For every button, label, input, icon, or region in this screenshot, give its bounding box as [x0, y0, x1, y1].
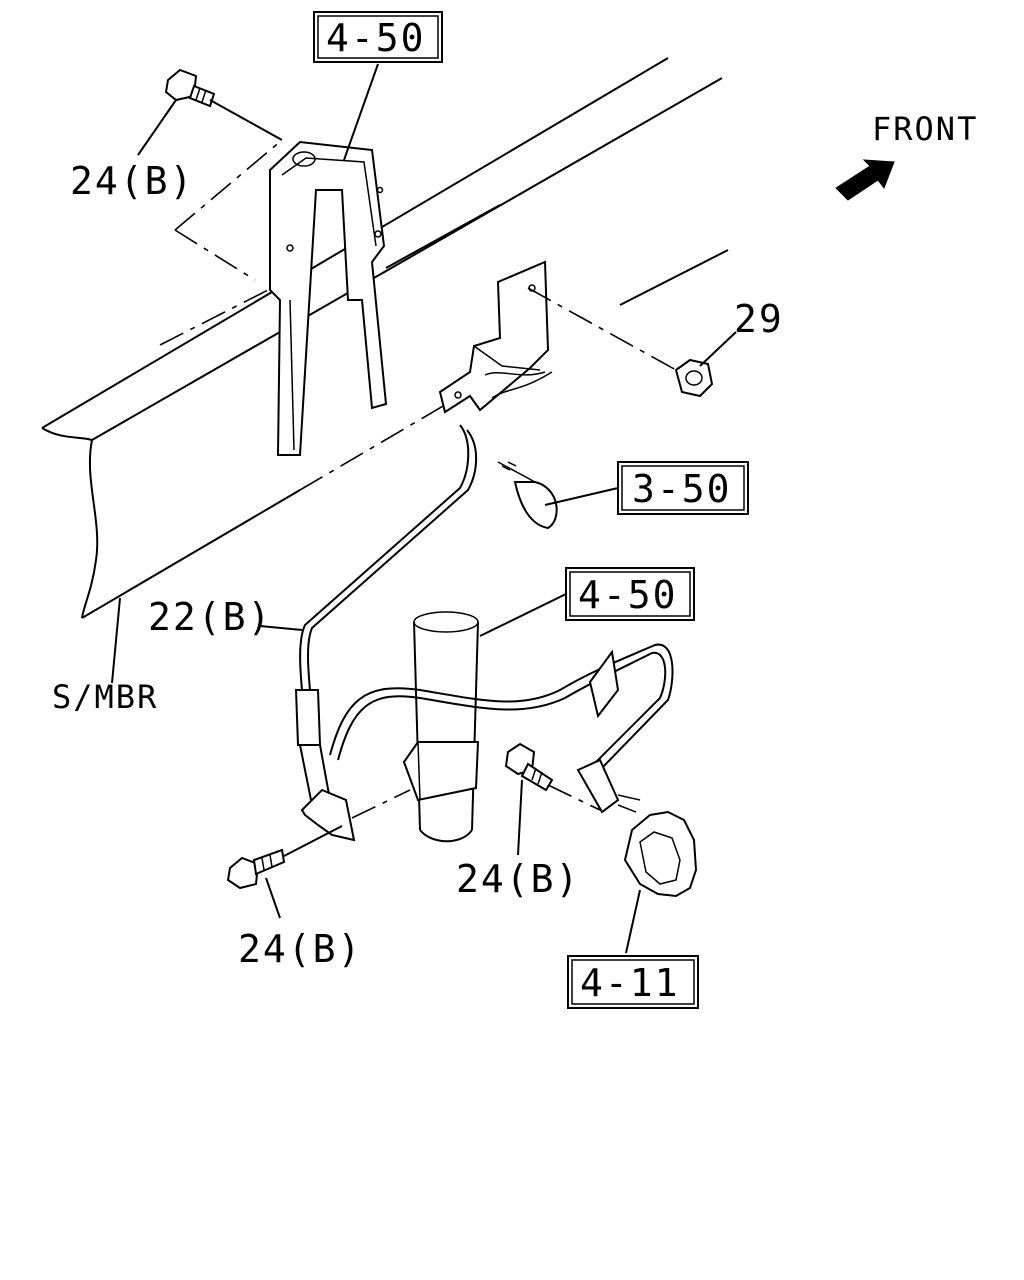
- callout-ref-top-text: 4-50: [326, 16, 426, 60]
- label-bolt-right: 24(B): [456, 857, 580, 901]
- callout-ref-mid-text: 4-50: [578, 573, 678, 617]
- callout-ref-clip[interactable]: 3-50: [617, 461, 749, 515]
- callout-ref-top[interactable]: 4-50: [313, 11, 443, 63]
- tone-ring: [623, 810, 698, 898]
- hose-clip: [497, 461, 558, 530]
- leader-lines: [111, 63, 737, 954]
- label-side-member: S/MBR: [52, 678, 158, 716]
- label-nut: 29: [734, 297, 784, 341]
- label-bolt-top: 24(B): [70, 159, 194, 203]
- callout-ref-ring[interactable]: 4-11: [567, 955, 699, 1009]
- label-bolt-bottom: 24(B): [238, 927, 362, 971]
- bolt-bottom: [226, 825, 343, 890]
- side-member-frame: [41, 57, 729, 619]
- frame-bracket: [269, 140, 388, 456]
- front-arrow-icon: [835, 159, 895, 201]
- strut-tube: [402, 611, 480, 843]
- nut: [527, 287, 714, 398]
- label-hose: 22(B): [148, 595, 272, 639]
- callout-ref-clip-text: 3-50: [632, 467, 732, 511]
- lower-mount-bracket: [300, 788, 411, 842]
- wheel-speed-sensor-cable: [329, 643, 674, 814]
- bolt-right: [504, 742, 601, 811]
- callout-ref-mid[interactable]: 4-50: [565, 567, 695, 621]
- hose-junction-bracket: [438, 260, 553, 414]
- bolt-top: [164, 68, 283, 281]
- callout-ref-ring-text: 4-11: [580, 961, 680, 1005]
- label-front: FRONT: [872, 110, 978, 148]
